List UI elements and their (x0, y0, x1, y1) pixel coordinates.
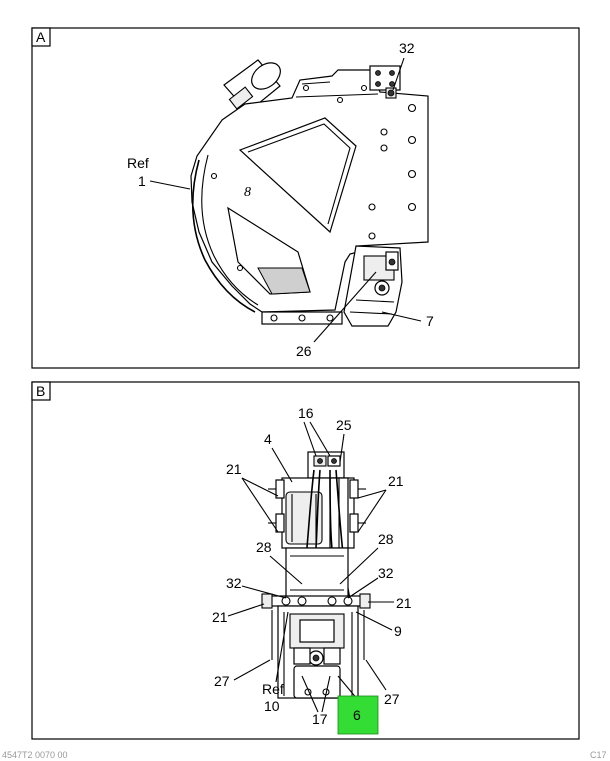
callout-28-left: 28 (256, 539, 272, 555)
clamp-bar (261, 593, 371, 609)
callouts-panel-a: Ref 1 32 7 26 (127, 40, 434, 359)
left-cylinder (285, 491, 323, 545)
callout-21-upper-left: 21 (226, 461, 242, 477)
panel-b: B (31, 381, 580, 740)
front-lip (192, 159, 256, 313)
top-mounting-block (369, 65, 401, 99)
callout-21-lower-right: 21 (396, 595, 412, 611)
callout-25: 25 (336, 417, 352, 433)
panel-b-frame (31, 381, 580, 740)
callout-9: 9 (394, 623, 402, 639)
callout-6: 6 (353, 707, 361, 723)
lower-valve (289, 613, 345, 666)
triangular-cutout (238, 117, 357, 234)
callout-27-right: 27 (384, 691, 400, 707)
bracket-assembly-front-view (261, 451, 371, 699)
bottom-cylinder (293, 665, 341, 699)
callout-32-right: 32 (378, 565, 394, 581)
callouts-panel-b: 16 25 4 21 21 28 28 32 (212, 405, 412, 735)
bottom-flange (261, 311, 343, 325)
callout-26: 26 (296, 343, 312, 359)
callout-32-left: 32 (226, 575, 242, 591)
callout-6-highlight-box (337, 695, 379, 735)
callout-27-left: 27 (214, 673, 230, 689)
svg-text:8: 8 (244, 185, 251, 200)
callout-16: 16 (298, 405, 314, 421)
footer-page-ref: C17 (590, 750, 607, 760)
callout-ref-10-word: Ref (262, 681, 284, 697)
panel-a: A 8 (31, 27, 580, 369)
callout-ref-1-word: Ref (127, 155, 149, 171)
callout-28-right: 28 (378, 531, 394, 547)
panel-a-letter-box (31, 27, 51, 47)
panel-a-frame (31, 27, 580, 369)
callout-21-lower-left: 21 (212, 609, 228, 625)
callout-7: 7 (426, 313, 434, 329)
footer-document-code: 4547T2 0070 00 (2, 750, 68, 760)
bracket-assembly-side-view: 8 (190, 59, 429, 327)
callout-17: 17 (312, 711, 328, 727)
valve-assembly (343, 245, 403, 327)
panel-a-letter: A (36, 29, 46, 45)
panel-b-letter: B (36, 383, 45, 399)
callout-10: 10 (264, 698, 280, 714)
callout-4: 4 (264, 431, 272, 447)
callout-1: 1 (138, 173, 146, 189)
panel-b-letter-box (31, 381, 51, 401)
top-cylinder (223, 59, 281, 113)
callout-32-a: 32 (399, 40, 415, 56)
callout-21-upper-right: 21 (388, 473, 404, 489)
